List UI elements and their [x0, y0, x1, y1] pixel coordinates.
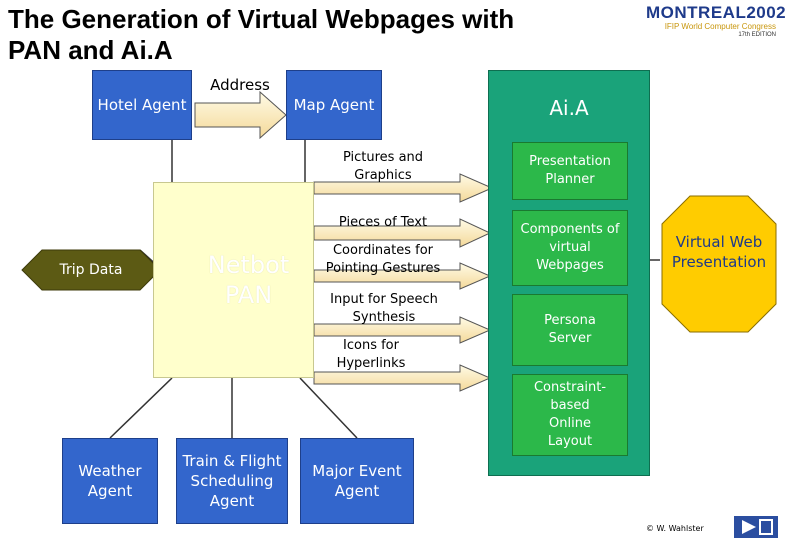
conference-logo: MONTREAL2002 IFIP World Computer Congres…	[646, 3, 786, 39]
page-title: The Generation of Virtual Webpages with …	[8, 4, 514, 66]
presentation-planner-box: Presentation Planner	[512, 142, 628, 200]
pictures-arrow	[313, 173, 494, 203]
trip-data-shape	[21, 249, 161, 291]
train-flight-agent-box: Train & Flight Scheduling Agent	[176, 438, 288, 524]
components-box: Components of virtual Webpages	[512, 210, 628, 286]
netbot-pan-box: Netbot PAN	[153, 182, 314, 378]
trip-data-label: Trip Data	[59, 262, 123, 278]
virtual-web-label: Virtual Web Presentation	[671, 233, 767, 271]
weather-agent-box: Weather Agent	[62, 438, 158, 524]
components-label: Components of virtual Webpages	[520, 222, 620, 273]
coordinates-label: Coordinates for Pointing Gestures	[325, 243, 441, 276]
speech-label: Input for Speech Synthesis	[330, 292, 438, 325]
map-agent-box: Map Agent	[286, 70, 382, 140]
netbot-pan-label: Netbot PAN	[207, 251, 290, 309]
weather-agent-label: Weather Agent	[78, 462, 142, 500]
hotel-agent-box: Hotel Agent	[92, 70, 192, 140]
persona-server-label: Persona Server	[544, 313, 596, 346]
pieces-label: Pieces of Text	[338, 215, 428, 230]
icons-label: Icons for Hyperlinks	[336, 338, 406, 371]
icons-arrow	[313, 364, 492, 392]
event-link-line	[299, 377, 358, 439]
persona-server-box: Persona Server	[512, 294, 628, 366]
logo-wordmark: MONTREAL2002	[646, 3, 786, 22]
hotel-agent-label: Hotel Agent	[97, 96, 187, 114]
copyright-text: © W. Wahlster	[646, 524, 704, 533]
constraint-layout-box: Constraint-based Online Layout	[512, 374, 628, 456]
pictures-label: Pictures and Graphics	[342, 150, 424, 183]
virtual-web-shape	[661, 195, 777, 333]
presentation-planner-label: Presentation Planner	[529, 154, 611, 187]
address-arrow	[194, 90, 287, 140]
major-event-agent-box: Major Event Agent	[300, 438, 414, 524]
logo-subtitle: IFIP World Computer Congress	[664, 22, 776, 31]
map-agent-label: Map Agent	[293, 96, 375, 114]
pieces-arrow	[313, 218, 492, 248]
speech-arrow	[313, 316, 492, 344]
title-line-1: The Generation of Virtual Webpages with	[8, 4, 515, 34]
coordinates-arrow	[313, 262, 492, 290]
constraint-layout-label: Constraint-based Online Layout	[533, 380, 607, 449]
aia-title: Ai.A	[549, 96, 589, 120]
major-event-agent-label: Major Event Agent	[312, 462, 402, 500]
title-line-2: PAN and Ai.A	[8, 35, 173, 65]
train-flight-agent-label: Train & Flight Scheduling Agent	[182, 452, 282, 510]
logo-edition: 17th EDITION	[738, 32, 776, 38]
weather-link-line	[109, 377, 173, 439]
address-label: Address	[210, 76, 270, 94]
